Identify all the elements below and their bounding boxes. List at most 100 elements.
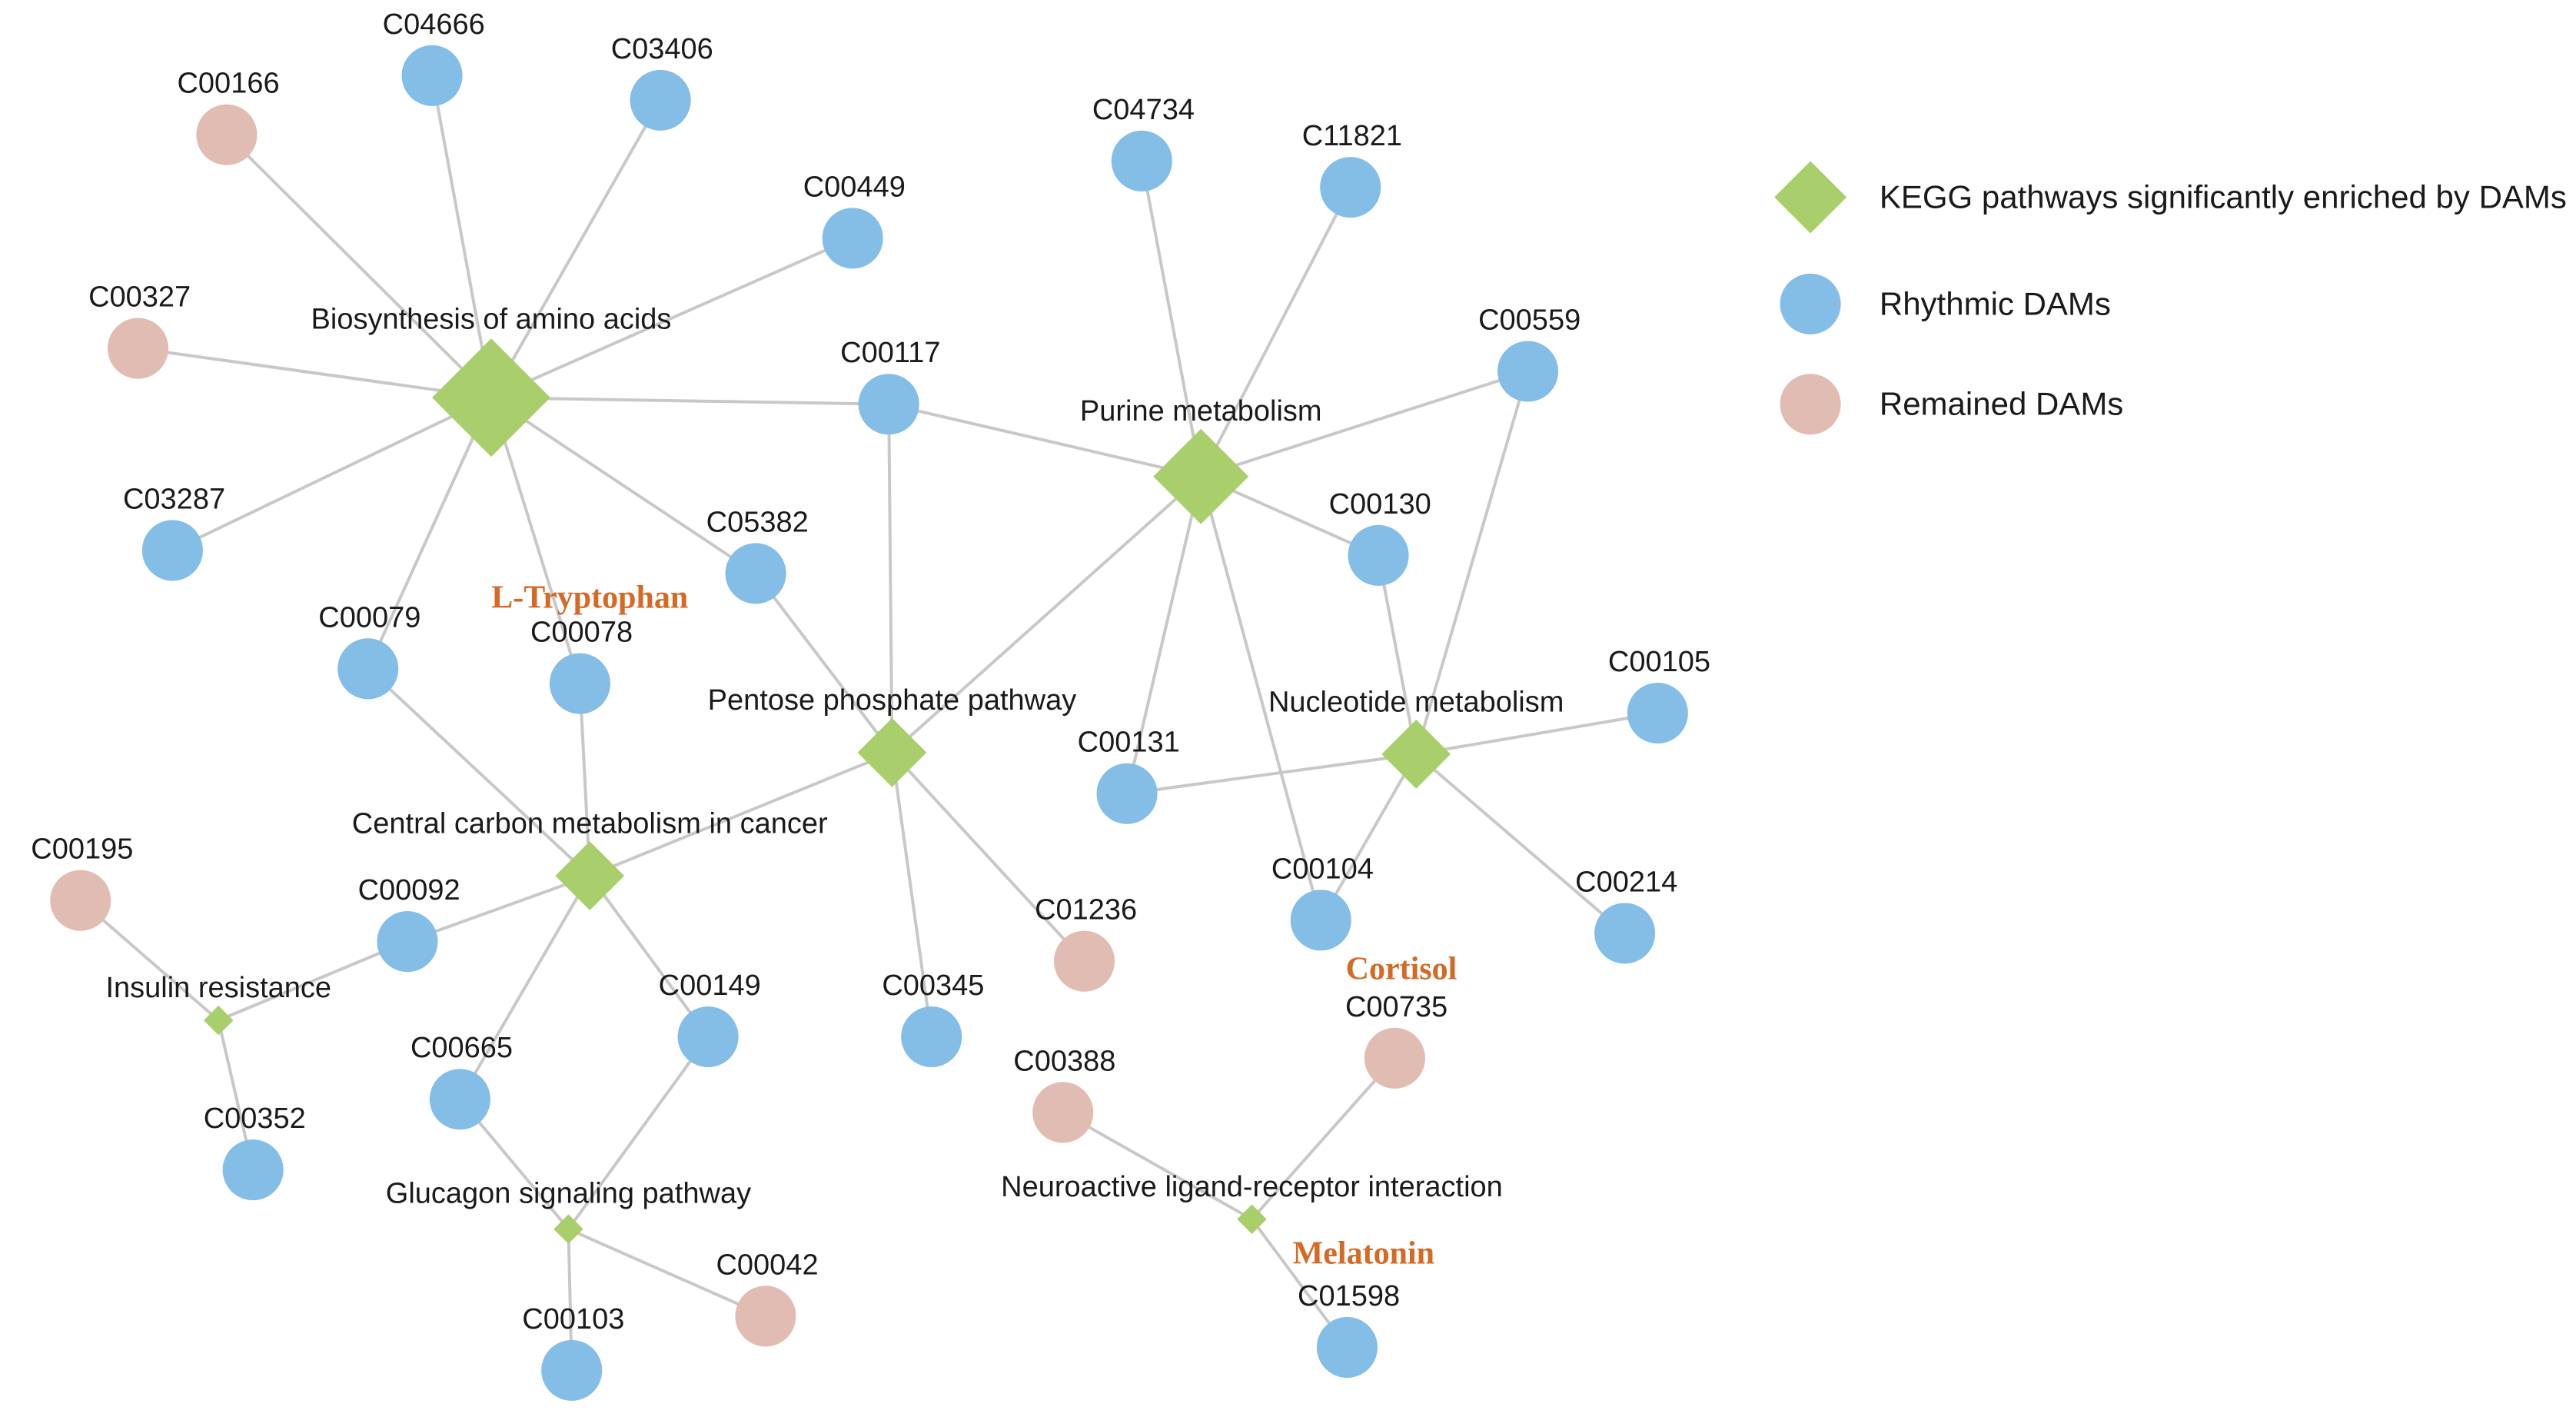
edge-glu-C00042 [567, 1227, 766, 1318]
edge-nuc-C00559 [1414, 371, 1530, 755]
compound-label-C04666: C04666 [383, 8, 485, 41]
edge-ins-C00195 [79, 899, 220, 1022]
edge-ccm-C00665 [458, 875, 591, 1100]
compound-label-C00388: C00388 [1013, 1045, 1115, 1077]
pathway-label-glu: Glucagon signaling pathway [386, 1177, 751, 1209]
edge-nuc-C00105 [1415, 711, 1658, 756]
highlight-label-l-tryptophan: L-Tryptophan [491, 580, 688, 616]
compound-label-C03406: C03406 [611, 33, 713, 65]
compound-label-C05382: C05382 [706, 506, 809, 538]
edge-bio-C00166 [225, 133, 493, 399]
pathway-label-ins: Insulin resistance [105, 972, 331, 1004]
edge-ccm-C00149 [588, 874, 710, 1038]
compound-node-C00388[interactable] [1032, 1082, 1094, 1143]
compound-label-C00345: C00345 [882, 970, 984, 1002]
edge-ins-C00092 [218, 940, 408, 1022]
legend-label-rhythmic: Rhythmic DAMs [1880, 285, 2111, 321]
compound-label-C00327: C00327 [88, 281, 191, 314]
legend-label-remained: Remained DAMs [1880, 386, 2123, 422]
edge-pur-C00104 [1199, 476, 1323, 921]
compound-node-C00352[interactable] [222, 1139, 284, 1201]
edge-neu-C00388 [1062, 1111, 1253, 1221]
pathway-node-pur[interactable] [1153, 428, 1249, 524]
edge-bio-C00117 [490, 396, 889, 406]
compound-label-C00104: C00104 [1271, 853, 1374, 885]
compound-node-C00449[interactable] [822, 208, 883, 269]
edge-bio-C00449 [490, 237, 853, 400]
compound-node-C00105[interactable] [1627, 682, 1688, 744]
legend-label-pathway: KEGG pathways significantly enriched by … [1880, 178, 2567, 215]
compound-label-C00117: C00117 [840, 337, 940, 369]
pathway-node-bio[interactable] [432, 338, 550, 457]
legend-circle-icon-rhythmic [1780, 273, 1841, 334]
compound-node-C00092[interactable] [377, 911, 438, 973]
pathway-node-glu[interactable] [553, 1214, 583, 1244]
legend-diamond-icon [1774, 161, 1847, 234]
compound-node-C01236[interactable] [1053, 930, 1115, 992]
edge-bio-C04666 [430, 75, 493, 398]
edge-nuc-C00214 [1414, 753, 1626, 935]
edge-nuc-C00131 [1126, 752, 1417, 796]
compound-node-C00214[interactable] [1594, 903, 1656, 964]
compound-node-C00130[interactable] [1348, 524, 1409, 586]
highlight-label-cortisol: Cortisol [1346, 952, 1458, 987]
compound-node-C00079[interactable] [337, 638, 399, 700]
edge-pur-C00131 [1125, 476, 1203, 794]
pathway-node-pen[interactable] [857, 717, 927, 787]
compound-node-C00559[interactable] [1497, 341, 1559, 402]
edge-nuc-C00130 [1377, 554, 1418, 755]
compound-label-C00042: C00042 [716, 1249, 818, 1281]
compound-node-C00195[interactable] [50, 870, 111, 931]
pathway-node-neu[interactable] [1237, 1204, 1267, 1234]
compound-node-C03287[interactable] [141, 520, 203, 581]
compound-node-C00327[interactable] [107, 318, 169, 379]
compound-label-C00105: C00105 [1608, 646, 1710, 678]
compound-node-C11821[interactable] [1320, 157, 1381, 218]
pathway-label-pen: Pentose phosphate pathway [708, 684, 1077, 717]
pathway-label-pur: Purine metabolism [1080, 395, 1322, 427]
compound-node-C00042[interactable] [735, 1286, 796, 1347]
pathway-node-nuc[interactable] [1381, 720, 1451, 789]
compound-label-C00559: C00559 [1478, 304, 1581, 336]
compound-node-C03406[interactable] [630, 69, 691, 131]
compound-label-C00131: C00131 [1078, 727, 1180, 759]
compound-label-C00166: C00166 [177, 68, 279, 100]
edge-ccm-C00092 [407, 874, 590, 943]
compound-node-C00117[interactable] [858, 374, 919, 435]
compound-label-C00214: C00214 [1575, 866, 1677, 898]
edge-pur-C04734 [1140, 161, 1203, 477]
legend: KEGG pathways significantly enriched by … [1774, 161, 2567, 435]
compound-label-C00665: C00665 [410, 1032, 513, 1064]
edge-C05382-pen [754, 572, 894, 754]
compound-node-C00345[interactable] [901, 1006, 962, 1068]
edge-bio-C00327 [138, 347, 492, 400]
compound-node-C05382[interactable] [725, 543, 786, 604]
edge-glu-C00149 [567, 1036, 710, 1230]
compound-node-C00103[interactable] [541, 1339, 603, 1401]
edge-bio-C05382 [490, 396, 757, 575]
edge-bio-C03287 [171, 396, 492, 552]
pathway-node-ccm[interactable] [555, 841, 625, 910]
compound-node-C00149[interactable] [677, 1006, 739, 1068]
edge-pur-pen [891, 475, 1202, 754]
compound-node-C00104[interactable] [1290, 890, 1351, 951]
compound-node-C00735[interactable] [1364, 1027, 1425, 1089]
compound-node-C00078[interactable] [549, 653, 610, 714]
compound-node-C00665[interactable] [429, 1069, 490, 1130]
edge-C00117-pur [888, 402, 1202, 478]
edge-nuc-C00104 [1319, 753, 1418, 921]
pathway-label-bio: Biosynthesis of amino acids [311, 303, 672, 335]
compound-node-C01598[interactable] [1316, 1316, 1378, 1378]
edge-bio-C03406 [490, 99, 662, 399]
pathway-node-ins[interactable] [204, 1005, 234, 1036]
compound-node-C04666[interactable] [401, 45, 463, 106]
compound-label-C00735: C00735 [1345, 991, 1448, 1023]
compound-node-C00166[interactable] [196, 104, 258, 165]
compound-node-C00131[interactable] [1096, 763, 1158, 824]
compound-label-C03287: C03287 [123, 483, 225, 515]
compound-label-C01236: C01236 [1035, 894, 1137, 926]
compound-node-C04734[interactable] [1111, 130, 1172, 191]
